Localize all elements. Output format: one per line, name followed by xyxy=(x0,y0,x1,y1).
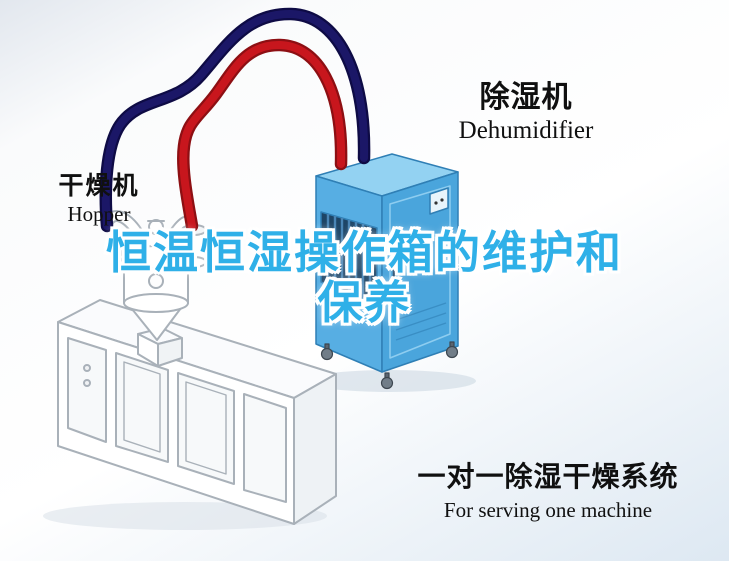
navy-hose xyxy=(101,9,369,230)
page-title-line1: 恒温恒湿操作箱的维护和 xyxy=(105,227,623,278)
feeder-box-side xyxy=(157,337,183,367)
system-label-cn: 一对一除湿干燥系统 xyxy=(417,461,679,492)
control-button xyxy=(440,198,444,202)
front-panel-inset xyxy=(185,381,227,475)
panel-knob xyxy=(83,364,91,372)
dehumidifier-unit xyxy=(315,150,459,390)
front-panel-inset xyxy=(123,361,161,453)
caster-wheel xyxy=(320,347,334,361)
hopper-label: 干燥机 Hopper xyxy=(34,166,164,227)
caster-wheel xyxy=(445,345,459,359)
hopper-label-cn: 干燥机 xyxy=(58,172,140,200)
front-panel xyxy=(67,337,107,443)
dehumidifier-label: 除湿机 Dehumidifier xyxy=(438,72,614,145)
extruder-body-end xyxy=(293,373,337,525)
system-label: 一对一除湿干燥系统 For serving one machine xyxy=(394,455,702,523)
page-title-line2: 保养 xyxy=(317,276,412,328)
caster-wheels xyxy=(320,341,459,390)
side-vent-slats xyxy=(395,302,447,341)
control-panel xyxy=(429,187,449,215)
front-panel xyxy=(177,372,235,485)
blower-cylinder-bottom xyxy=(181,256,207,268)
red-hose xyxy=(179,40,346,230)
hopper-label-en: Hopper xyxy=(67,202,131,226)
sight-glass xyxy=(148,273,164,289)
panel-knob xyxy=(83,379,91,387)
hopper-cylinder-bottom xyxy=(123,293,189,313)
system-label-en: For serving one machine xyxy=(443,498,653,522)
caster-wheel xyxy=(380,376,394,390)
page-title: 恒温恒湿操作箱的维护和 保养 xyxy=(0,228,729,327)
front-panel xyxy=(115,352,169,463)
cabinet-side-face xyxy=(381,171,459,373)
door-panel xyxy=(389,185,451,359)
control-button xyxy=(434,201,438,205)
vent-slats xyxy=(326,214,372,301)
hopper-machine xyxy=(57,210,337,525)
front-panel xyxy=(243,393,287,503)
dehumidifier-label-cn: 除湿机 xyxy=(479,81,573,114)
hoses xyxy=(99,7,371,233)
dehumidifier-label-en: Dehumidifier xyxy=(458,117,594,144)
